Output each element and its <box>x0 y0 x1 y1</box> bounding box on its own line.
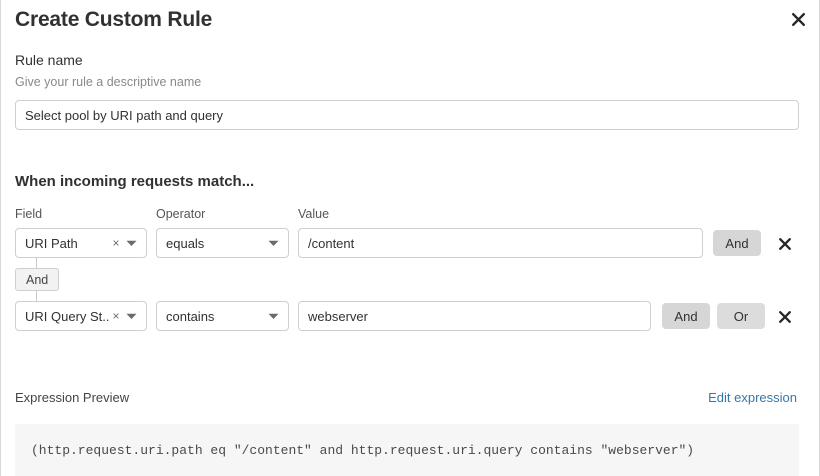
chevron-down-icon[interactable] <box>265 240 281 247</box>
chevron-down-icon[interactable] <box>123 240 139 247</box>
condition-row-1-delete-button[interactable] <box>774 233 796 255</box>
condition-row-2-field-select[interactable]: URI Query St... × <box>15 301 147 331</box>
condition-row-1-value-input[interactable] <box>298 228 703 258</box>
chevron-down-icon[interactable] <box>123 313 139 320</box>
dialog-title: Create Custom Rule <box>15 8 213 31</box>
rule-name-input[interactable] <box>15 100 799 130</box>
condition-row-2-delete-button[interactable] <box>774 306 796 328</box>
column-label-field: Field <box>15 207 43 221</box>
expression-preview-code: (http.request.uri.path eq "/content" and… <box>31 442 695 458</box>
expression-preview-code-box: (http.request.uri.path eq "/content" and… <box>15 424 799 476</box>
group-connector-and-chip[interactable]: And <box>15 268 60 291</box>
close-icon <box>791 12 806 27</box>
close-icon <box>778 310 792 324</box>
condition-row-1-operator-select[interactable]: equals <box>156 228 289 258</box>
connector-line <box>36 258 37 268</box>
condition-row-2-field-value: URI Query St... <box>25 308 109 324</box>
rule-name-label: Rule name <box>15 52 83 68</box>
clear-icon[interactable]: × <box>112 236 120 250</box>
condition-row-2-or-button[interactable]: Or <box>717 303 765 329</box>
column-label-value: Value <box>298 207 330 221</box>
column-label-operator: Operator <box>156 207 206 221</box>
match-conditions-heading: When incoming requests match... <box>15 173 255 190</box>
close-icon <box>778 237 792 251</box>
rule-name-help-text: Give your rule a descriptive name <box>15 75 202 89</box>
clear-icon[interactable]: × <box>112 309 120 323</box>
condition-row-1-and-button[interactable]: And <box>713 230 761 256</box>
connector-line <box>36 291 37 302</box>
condition-row-2-operator-select[interactable]: contains <box>156 301 289 331</box>
edit-expression-link[interactable]: Edit expression <box>708 390 797 405</box>
close-button[interactable] <box>785 6 811 32</box>
condition-row-1-operator-value: equals <box>166 235 205 251</box>
condition-row-2-and-button[interactable]: And <box>662 303 710 329</box>
condition-row-1-field-value: URI Path <box>25 235 78 251</box>
chevron-down-icon[interactable] <box>265 313 281 320</box>
expression-preview-label: Expression Preview <box>15 390 130 405</box>
condition-row-2-value-input[interactable] <box>298 301 651 331</box>
condition-row-1-field-select[interactable]: URI Path × <box>15 228 147 258</box>
condition-row-2-operator-value: contains <box>166 308 215 324</box>
